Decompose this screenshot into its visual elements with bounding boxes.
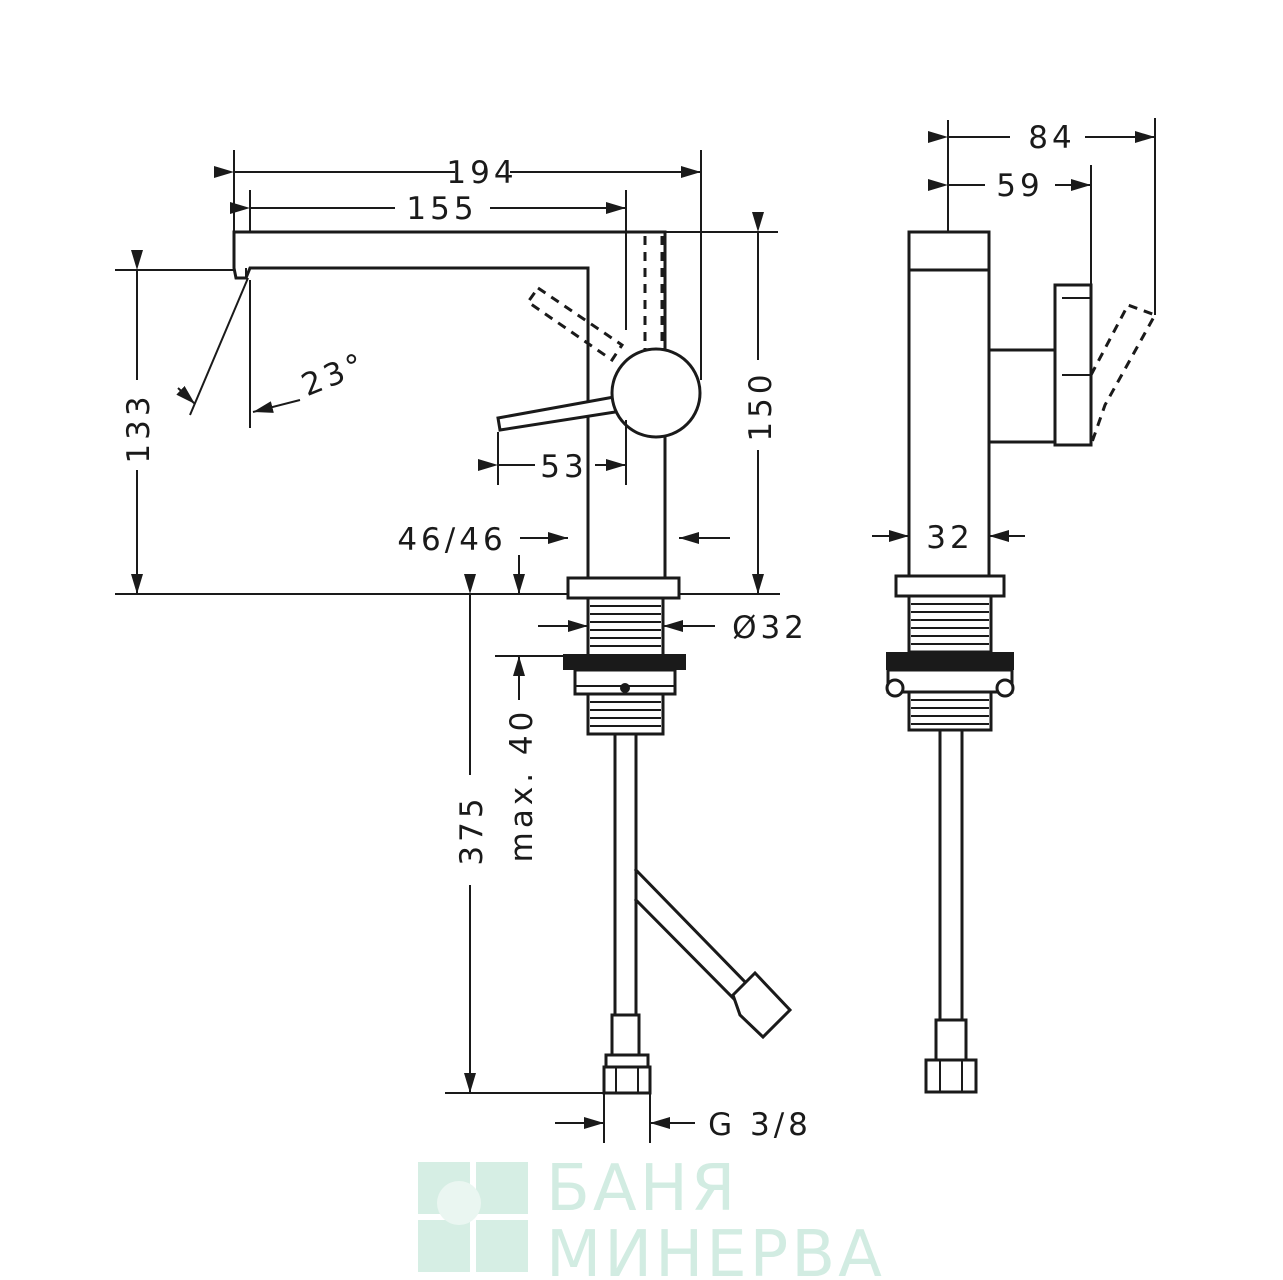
dim-spout-angle: 23° [296,345,372,403]
handle-knob [610,347,702,439]
watermark-line2: МИНЕРВА [546,1218,885,1280]
watermark-line1: БАНЯ [546,1152,738,1226]
side-handle [1053,283,1093,447]
dim-side-body-width: 32 [926,520,973,556]
dim-max-thickness: max. 40 [504,708,540,863]
dim-body-diameter: 46/46 [397,522,506,558]
side-body [907,230,991,578]
front-view: 194 155 133 23° 150 53 46/46 Ø32 max. 40… [115,150,812,1143]
dim-spout-reach: 155 [406,191,477,227]
dim-side-depth: 84 [1028,120,1075,156]
side-hose-nut [924,1058,978,1094]
side-base-plate [894,574,1006,598]
handle-lever [496,393,630,432]
handle-alt-position [525,285,625,363]
dim-thread-diameter: Ø32 [732,610,808,646]
hose-nut-left [602,1065,652,1095]
watermark-logo-icon [418,1162,528,1272]
dim-total-height: 150 [743,370,779,441]
base-plate [566,576,681,600]
dim-connection: G 3/8 [708,1107,812,1143]
fixing-nut [573,668,677,696]
side-fixing-plate [886,652,1014,670]
dim-hose-length: 375 [454,794,490,865]
fixing-plate [563,654,686,670]
side-handle-alt [1089,303,1158,446]
watermark: БАНЯ МИНЕРВА [418,1152,885,1280]
dim-total-width: 194 [446,155,517,191]
lower-thread [586,692,665,736]
hose-nut-right [731,970,793,1040]
dim-spout-height: 133 [121,392,157,463]
side-handle-hub [987,348,1057,444]
hose-right [633,897,738,1003]
side-view: 84 59 32 [872,118,1158,1094]
dim-side-body-to-handle: 59 [996,168,1043,204]
dim-handle-length: 53 [540,449,587,485]
